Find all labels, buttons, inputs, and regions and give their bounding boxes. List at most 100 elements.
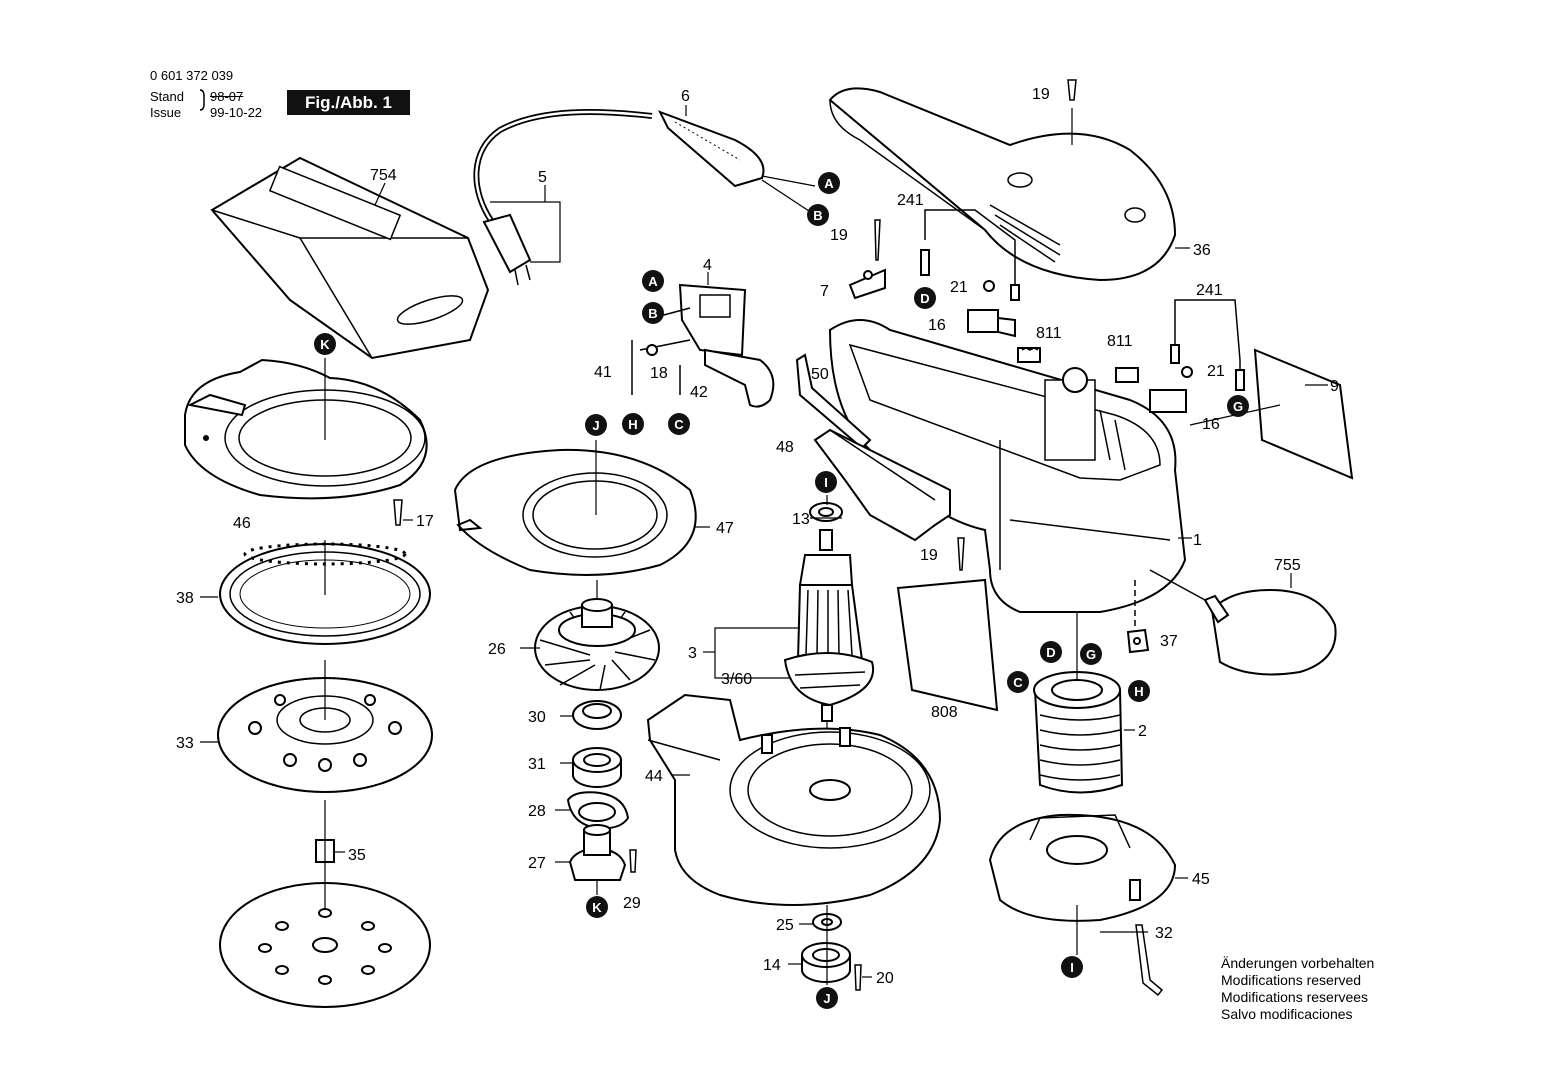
note-es: Salvo modificaciones	[1221, 1006, 1353, 1022]
marker-b-switch: B	[642, 302, 664, 324]
label-19-mid: 19	[830, 227, 848, 244]
eccentric-27	[568, 824, 627, 881]
label-19-top: 19	[1032, 86, 1050, 103]
note-en: Modifications reserved	[1221, 972, 1362, 988]
label-241-left: 241	[897, 192, 924, 209]
label-48: 48	[776, 439, 794, 456]
nameplate-808	[896, 578, 999, 712]
base-housing-44	[646, 693, 942, 906]
label-42: 42	[690, 384, 708, 401]
screw-17	[393, 499, 403, 526]
label-2: 2	[1138, 723, 1147, 740]
svg-text:A: A	[824, 176, 834, 191]
svg-text:K: K	[592, 900, 602, 915]
svg-text:I: I	[824, 475, 828, 490]
note-fr: Modifications reservees	[1221, 989, 1369, 1005]
note-de: Änderungen vorbehalten	[1221, 955, 1375, 971]
modification-notes: Änderungen vorbehalten Modifications res…	[1221, 955, 1374, 1023]
svg-text:C: C	[1013, 675, 1023, 690]
label-16-left: 16	[928, 317, 946, 334]
issue-date: 99-10-22	[210, 105, 263, 120]
label-41: 41	[594, 364, 612, 381]
marker-i-bottom: I	[1061, 956, 1083, 978]
svg-text:H: H	[628, 417, 637, 432]
label-16-right: 16	[1202, 416, 1220, 433]
label-44: 44	[645, 768, 663, 785]
label-27: 27	[528, 855, 546, 872]
label-6: 6	[681, 88, 690, 105]
marker-a-switch: A	[642, 270, 664, 292]
label-31: 31	[528, 756, 546, 773]
marker-b-cord: B	[807, 204, 829, 226]
label-46: 46	[233, 515, 251, 532]
screw-19-top	[1067, 79, 1077, 101]
svg-text:G: G	[1086, 647, 1096, 662]
battery-part-755	[1149, 569, 1337, 676]
dust-bag-part	[210, 156, 490, 360]
marker-c-switch: C	[668, 413, 690, 435]
label-5: 5	[538, 169, 547, 186]
marker-a-cord: A	[818, 172, 840, 194]
bearing-30	[572, 700, 622, 730]
shroud-part-46	[184, 358, 428, 500]
armature-3	[783, 502, 875, 722]
label-30: 30	[528, 709, 546, 726]
label-19-lower: 19	[920, 547, 938, 564]
label-1: 1	[1193, 532, 1202, 549]
label-33: 33	[176, 735, 194, 752]
screw-29	[629, 849, 637, 873]
label-21-left: 21	[950, 279, 968, 296]
svg-text:B: B	[813, 208, 822, 223]
part-50	[795, 353, 872, 450]
label-18: 18	[650, 365, 668, 382]
label-plate-9	[1253, 348, 1354, 480]
fan-cover-47	[453, 448, 697, 576]
part-48	[813, 428, 951, 542]
marker-g-brush: G	[1227, 395, 1249, 417]
label-3: 3	[688, 645, 697, 662]
label-7: 7	[820, 283, 829, 300]
label-36: 36	[1193, 242, 1211, 259]
figure-label: Fig./Abb. 1	[287, 90, 410, 115]
label-37: 37	[1160, 633, 1178, 650]
svg-text:A: A	[648, 274, 658, 289]
label-50: 50	[811, 366, 829, 383]
label-9: 9	[1330, 378, 1339, 395]
stand-issue-bracket	[199, 89, 205, 111]
label-29: 29	[623, 895, 641, 912]
marker-j-top: J	[585, 414, 607, 436]
fan-26	[534, 598, 660, 691]
bearing-plate-45	[988, 813, 1177, 922]
svg-text:B: B	[648, 306, 657, 321]
label-811-left: 811	[1036, 325, 1062, 342]
svg-text:K: K	[320, 337, 330, 352]
marker-j-bottom: J	[816, 987, 838, 1009]
label-47: 47	[716, 520, 734, 537]
label-35: 35	[348, 847, 366, 864]
part-labels: 754 5 6 4 41 18 42 19 19 19 241 241 36 7…	[176, 86, 1339, 987]
svg-text:J: J	[592, 418, 599, 433]
label-14: 14	[763, 957, 781, 974]
label-3-60: 3/60	[721, 671, 752, 688]
brush-holder-right	[1115, 299, 1245, 413]
label-808: 808	[931, 704, 958, 721]
bearing-31	[572, 747, 622, 788]
svg-text:H: H	[1134, 684, 1143, 699]
label-17: 17	[416, 513, 434, 530]
svg-text:J: J	[823, 991, 830, 1006]
switch-part	[631, 283, 775, 408]
label-4: 4	[703, 257, 712, 274]
marker-d-field: D	[1040, 641, 1062, 663]
label-811-right: 811	[1107, 333, 1133, 350]
screw-20	[854, 964, 862, 991]
stand-date: 98-07	[210, 89, 244, 104]
part-32	[1135, 924, 1164, 997]
label-755: 755	[1274, 557, 1301, 574]
marker-d-brush: D	[914, 287, 936, 309]
bearing-14	[801, 942, 851, 983]
label-13: 13	[792, 511, 810, 528]
label-241-right: 241	[1196, 282, 1223, 299]
part-37	[1126, 580, 1150, 654]
label-32: 32	[1155, 925, 1173, 942]
